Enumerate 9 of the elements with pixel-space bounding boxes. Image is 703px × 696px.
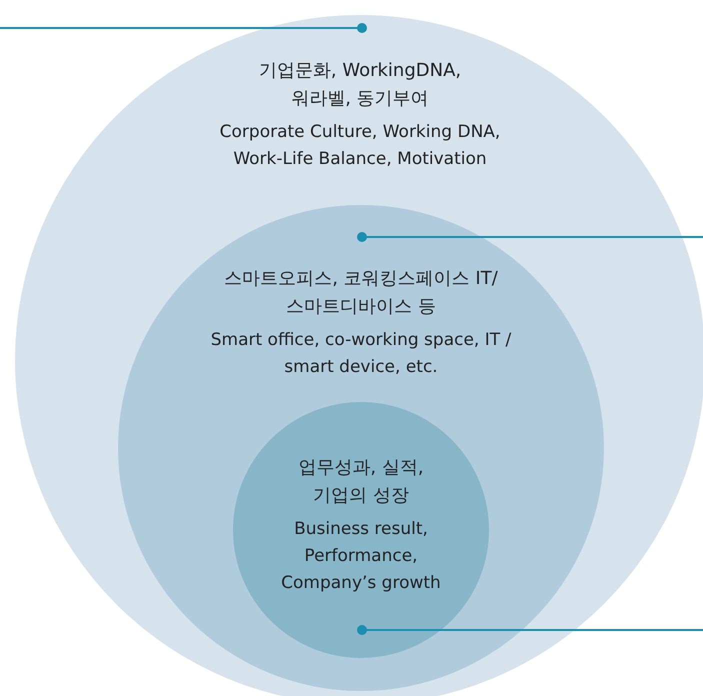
english-label: Corporate Culture, Working DNA, Work-Life Balance, Motivation xyxy=(218,121,502,171)
leader-line xyxy=(357,232,703,242)
leader-line xyxy=(0,23,367,33)
english-label: Business result, Performance, Company’s growth xyxy=(280,518,442,595)
korean-label: 업무성과, 실적, 기업의 성장 xyxy=(297,456,425,508)
korean-label: 스마트오피스, 코워킹스페이스 IT/ 스마트디바이스 등 xyxy=(223,267,499,319)
leader-line xyxy=(357,625,703,635)
english-label: Smart office, co-working space, IT / smart device, etc. xyxy=(210,329,512,379)
korean-label: 기업문화, WorkingDNA, 워라벨, 동기부여 xyxy=(258,59,462,111)
